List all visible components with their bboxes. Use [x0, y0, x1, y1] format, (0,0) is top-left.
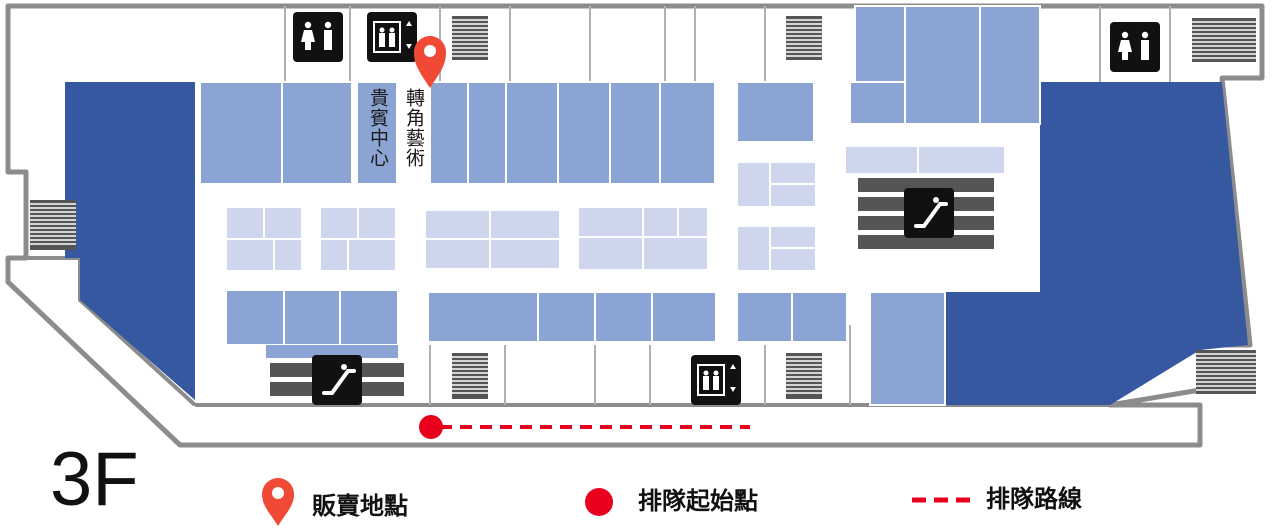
elevator-icon	[367, 12, 417, 62]
store-dark-right	[945, 82, 1248, 405]
legend-label-queue-route: 排隊路線	[986, 485, 1082, 513]
queue-start-dot-icon	[419, 415, 443, 439]
light-blue-kiosks	[225, 145, 1006, 272]
legend-label-sales-location: 販賣地點	[312, 492, 408, 520]
escalator-icon	[312, 355, 362, 405]
escalator-icon	[904, 188, 954, 238]
store-dark-left	[65, 82, 195, 400]
legend-label-queue-start: 排隊起始點	[638, 487, 758, 515]
mid-blue-stores	[199, 5, 1041, 406]
elevator-icon	[691, 355, 741, 405]
restroom-icon	[293, 12, 343, 62]
stairs-icon	[30, 16, 1256, 399]
map-pin-icon[interactable]	[414, 36, 446, 88]
floor-label: 3F	[50, 437, 139, 522]
restroom-icon	[1110, 22, 1160, 72]
store-mid-connector	[266, 345, 398, 358]
store-label-corner-art[interactable]: 轉角藝術	[403, 88, 425, 168]
map-pin-icon	[262, 478, 294, 526]
store-label-vip-center[interactable]: 貴賓中心	[367, 88, 389, 168]
queue-start-dot-icon	[585, 488, 613, 516]
